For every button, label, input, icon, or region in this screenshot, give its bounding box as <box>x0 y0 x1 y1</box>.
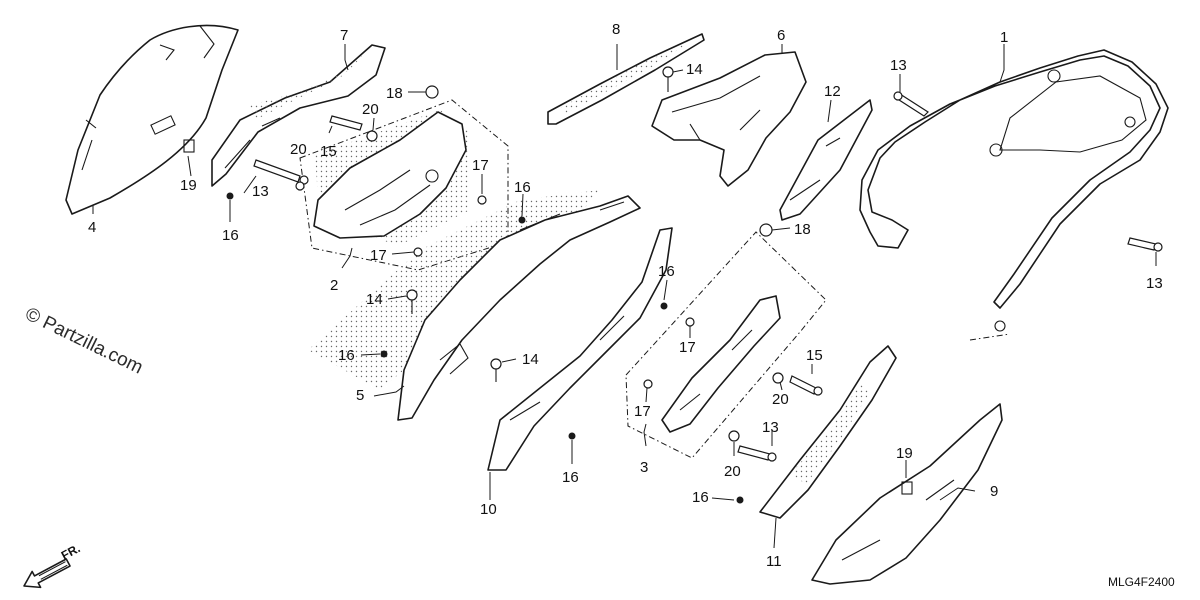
callout-10: 10 <box>480 501 497 518</box>
front-label: FR. <box>59 541 83 562</box>
part-4-left-side-cover[interactable] <box>65 24 239 215</box>
callout-16-f: 16 <box>692 489 709 506</box>
diagram-code: MLG4F2400 <box>1108 575 1175 589</box>
callout-17-b: 17 <box>370 247 387 264</box>
part-1-grab-rail[interactable] <box>859 49 1169 341</box>
callout-8: 8 <box>612 21 620 38</box>
callout-16-e: 16 <box>562 469 579 486</box>
callout-14-c: 14 <box>522 351 539 368</box>
callout-labels: 1 2 3 4 5 6 7 8 9 10 11 12 13 13 13 13 1… <box>88 21 1163 570</box>
part-12-side-plate[interactable] <box>779 99 873 221</box>
callout-17-d: 17 <box>634 403 651 420</box>
callout-16-a: 16 <box>222 227 239 244</box>
callout-12: 12 <box>824 83 841 100</box>
callout-16-d: 16 <box>338 347 355 364</box>
callout-20-d: 20 <box>724 463 741 480</box>
callout-9: 9 <box>990 483 998 500</box>
fasteners <box>183 66 1163 504</box>
callout-13-b: 13 <box>890 57 907 74</box>
callout-1: 1 <box>1000 29 1008 46</box>
callout-18-a: 18 <box>386 85 403 102</box>
part-11-right-lower-trim[interactable] <box>759 345 897 519</box>
callout-2: 2 <box>330 277 338 294</box>
watermark: © Partzilla.com <box>22 304 146 379</box>
part-2-left-bracket[interactable] <box>299 99 509 271</box>
callout-20-b: 20 <box>290 141 307 158</box>
callout-16-b: 16 <box>514 179 531 196</box>
callout-13-d: 13 <box>762 419 779 436</box>
part-5-left-lower-cover[interactable] <box>308 190 641 421</box>
callout-15-a: 15 <box>320 143 337 160</box>
part-7-inner-bracket[interactable] <box>211 44 386 187</box>
part-10-left-lower-trim[interactable] <box>487 227 673 471</box>
callout-5: 5 <box>356 387 364 404</box>
callout-3: 3 <box>640 459 648 476</box>
callout-7: 7 <box>340 27 348 44</box>
front-direction-indicator: FR. <box>23 541 83 589</box>
callout-19-a: 19 <box>180 177 197 194</box>
part-8-top-trim-strip[interactable] <box>547 33 705 125</box>
callout-17-c: 17 <box>679 339 696 356</box>
callout-18-b: 18 <box>794 221 811 238</box>
callout-4: 4 <box>88 219 96 236</box>
part-6-rear-cowl[interactable] <box>651 51 807 187</box>
callout-16-c: 16 <box>658 263 675 280</box>
callout-19-b: 19 <box>896 445 913 462</box>
front-arrow-icon <box>23 558 71 589</box>
callout-15-b: 15 <box>806 347 823 364</box>
part-3-right-bracket[interactable] <box>625 231 827 459</box>
callout-14-a: 14 <box>686 61 703 78</box>
callout-20-c: 20 <box>772 391 789 408</box>
callout-13-a: 13 <box>252 183 269 200</box>
callout-17-a: 17 <box>472 157 489 174</box>
callout-13-c: 13 <box>1146 275 1163 292</box>
callout-11: 11 <box>766 553 782 570</box>
callout-14-b: 14 <box>366 291 383 308</box>
callout-20-a: 20 <box>362 101 379 118</box>
callout-6: 6 <box>777 27 785 44</box>
leader-lines <box>92 44 1157 549</box>
